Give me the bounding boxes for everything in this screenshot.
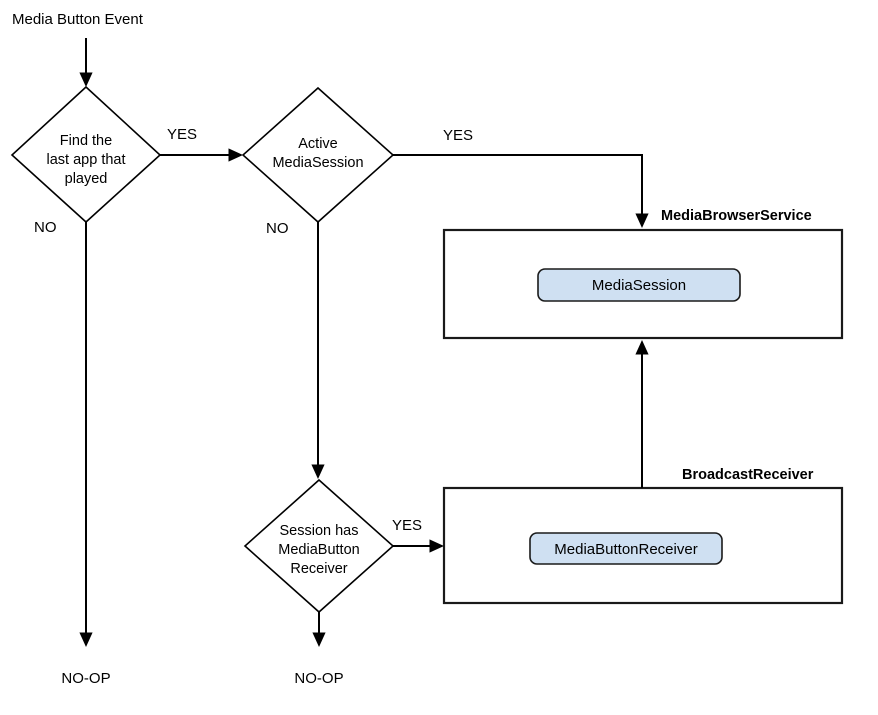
decision-find-last-app-line-1: Find the — [60, 133, 112, 149]
node-mediasession[interactable] — [537, 268, 741, 302]
decision-active-mediasession-line-2: MediaSession — [272, 155, 363, 171]
decision-active-mediasession-line-1: Active — [298, 136, 338, 152]
decision-find-last-app-line-2: last app that — [47, 152, 126, 168]
node-mediasession-label: MediaSession — [592, 277, 686, 294]
node-mediabuttonreceiver-label: MediaButtonReceiver — [554, 541, 697, 558]
node-mediabuttonreceiver[interactable] — [529, 532, 723, 565]
decision-session-has-mediabutton-receiver-line-3: Receiver — [290, 561, 347, 577]
edge-label-active-mediasession-no: NO — [266, 220, 289, 237]
decision-session-has-mediabutton-receiver-line-1: Session has — [280, 523, 359, 539]
edge-label-active-mediasession-yes: YES — [443, 127, 473, 144]
start-label: Media Button Event — [12, 11, 144, 28]
edge-label-session-has-mediabutton-receiver-yes: YES — [392, 517, 422, 534]
edge-active-mediasession-yes — [393, 154, 649, 228]
decision-find-last-app-line-3: played — [65, 171, 108, 187]
terminal-no-op-left: NO-OP — [61, 670, 110, 687]
container-label-media-browser-service: MediaBrowserService — [661, 208, 812, 224]
decision-session-has-mediabutton-receiver-line-2: MediaButton — [278, 542, 359, 558]
edge-label-find-last-app-no: NO — [34, 219, 57, 236]
container-label-broadcast-receiver: BroadcastReceiver — [682, 467, 814, 483]
edge-label-find-last-app-yes: YES — [167, 126, 197, 143]
terminal-no-op-middle: NO-OP — [294, 670, 343, 687]
